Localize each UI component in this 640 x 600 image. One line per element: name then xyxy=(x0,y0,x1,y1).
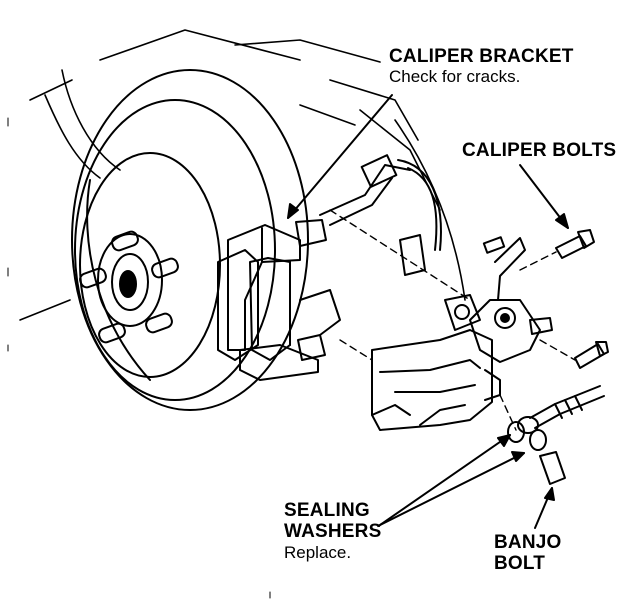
leader-sealing-washer-lower xyxy=(379,452,525,526)
banjo-bolt-title-line1: BANJO xyxy=(494,532,562,553)
leader-sealing-washer-upper xyxy=(379,434,511,526)
label-sealing-washers: SEALING WASHERS Replace. xyxy=(284,500,381,562)
banjo-fitting xyxy=(517,416,539,434)
brake-hose-upper xyxy=(319,154,442,276)
label-banjo-bolt: BANJO BOLT xyxy=(494,532,562,575)
caliper-bolt-boss xyxy=(444,294,481,331)
caliper-bolts xyxy=(555,229,609,369)
guide-pin-bottom xyxy=(297,334,326,361)
banjo-bolt-title-line2: BOLT xyxy=(494,553,546,575)
sealing-washer-upper xyxy=(507,421,525,443)
brake-hose-fitting xyxy=(507,385,605,485)
label-caliper-bolts: CALIPER BOLTS xyxy=(462,140,616,161)
caliper-body xyxy=(371,236,553,431)
caliper-bracket-title: CALIPER BRACKET xyxy=(389,46,574,67)
sealing-washer-lower xyxy=(529,429,547,451)
leader-lines xyxy=(287,94,569,529)
leader-caliper-bracket xyxy=(287,94,393,219)
margin-marks xyxy=(7,117,271,599)
wheel-studs xyxy=(79,230,179,344)
suspension-background xyxy=(19,29,466,321)
banjo-bolt-part xyxy=(539,451,566,485)
hub-center xyxy=(97,233,163,327)
brake-disc xyxy=(71,69,309,411)
alignment-lines xyxy=(329,209,576,431)
sealing-washers-title-line1: SEALING xyxy=(284,500,370,521)
sealing-washers-note: Replace. xyxy=(284,542,352,562)
arrowhead-caliper-bolts xyxy=(555,213,569,229)
caliper-bracket-installed xyxy=(217,219,341,381)
guide-pin-top xyxy=(295,219,327,247)
arrowhead-caliper-bracket xyxy=(287,203,299,219)
caliper-bracket-note: Check for cracks. xyxy=(389,67,521,87)
caliper-bolts-title: CALIPER BOLTS xyxy=(462,140,617,161)
label-caliper-bracket: CALIPER BRACKET Check for cracks. xyxy=(389,46,574,86)
sealing-washers-title-line2: WASHERS xyxy=(284,521,382,543)
